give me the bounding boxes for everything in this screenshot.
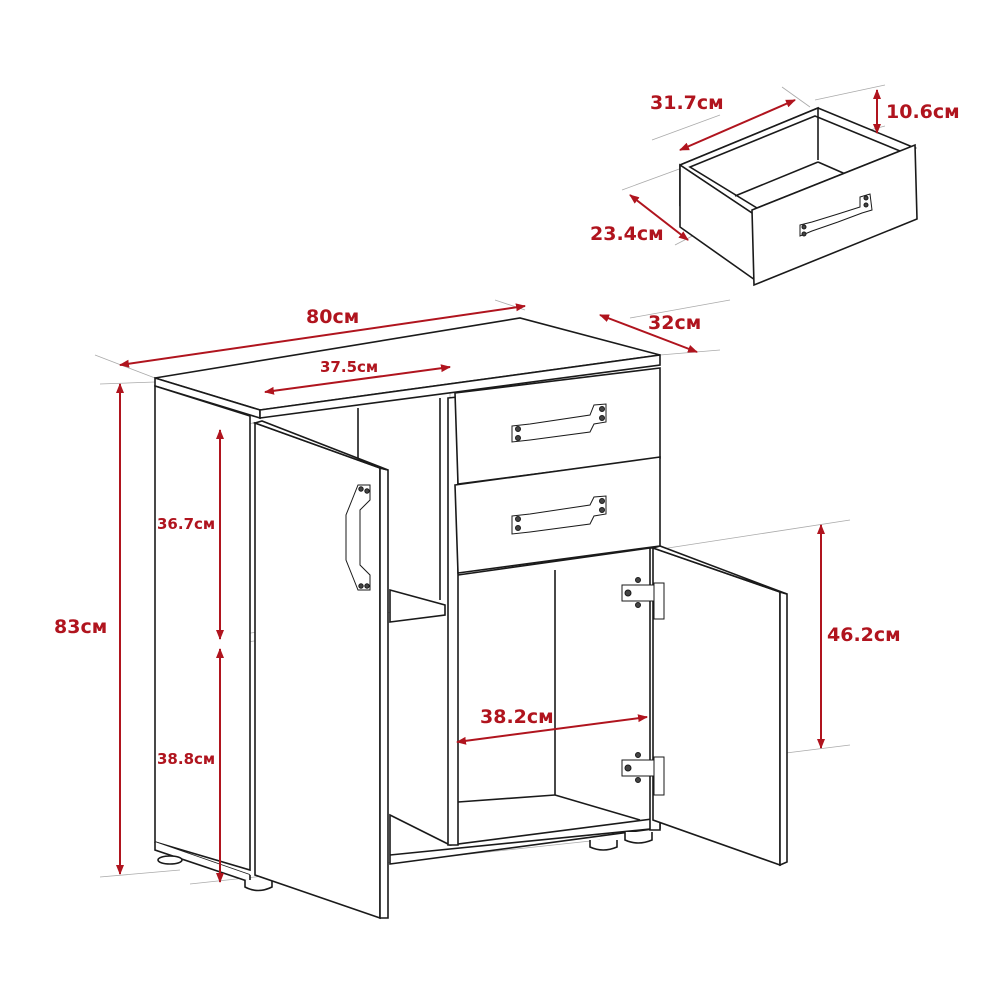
left-door xyxy=(252,420,389,920)
left-compartment-width-label: 37.5см xyxy=(320,358,379,376)
drawer-top-handle-icon xyxy=(511,403,607,443)
drawer-handle-icon xyxy=(799,193,873,237)
right-compartment-height-label: 46.2см xyxy=(827,624,901,646)
right-door xyxy=(621,545,788,867)
cabinet-depth-label: 32см xyxy=(648,312,702,334)
right-compartment-width-label: 38.2см xyxy=(480,706,554,728)
lower-shelf-height-label: 38.8см xyxy=(157,750,216,768)
drawer-bottom-handle-icon xyxy=(511,495,607,535)
dimension-arrows xyxy=(116,303,825,883)
hinge-top-icon xyxy=(621,577,665,620)
hinge-bottom-icon xyxy=(621,752,665,796)
drawers xyxy=(454,367,661,574)
drawer-width-label: 23.4см xyxy=(590,223,664,245)
door-handle-icon xyxy=(345,484,371,591)
drawer-depth-label: 31.7см xyxy=(650,92,724,114)
upper-shelf-height-label: 36.7см xyxy=(157,515,216,533)
cabinet-height-label: 83см xyxy=(54,616,108,638)
drawer-height-label: 10.6см xyxy=(886,101,960,123)
cabinet-width-label: 80см xyxy=(306,306,360,328)
drawer-detail xyxy=(621,84,918,287)
